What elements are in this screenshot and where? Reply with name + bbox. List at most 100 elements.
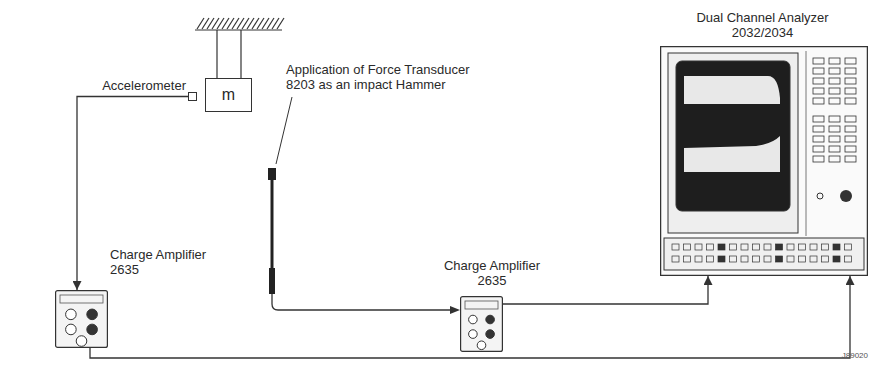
- key-button: [829, 116, 840, 122]
- amplifier-knob: [66, 309, 77, 320]
- key-button: [776, 256, 783, 262]
- charge-amplifier-drawing: [460, 296, 503, 352]
- charge-amplifier: Charge Amplifier 2635: [430, 258, 554, 353]
- amplifier-knob: [469, 330, 478, 339]
- signal-cable: [90, 276, 850, 358]
- key-button: [695, 256, 702, 262]
- key-button: [813, 146, 824, 152]
- key-button: [730, 256, 737, 262]
- key-button: [845, 88, 856, 94]
- amplifier-knob: [486, 330, 495, 339]
- node-label: Charge Amplifier 2635: [430, 258, 554, 288]
- key-button: [753, 256, 760, 262]
- dual-channel-analyzer-drawing: [660, 46, 868, 276]
- key-button: [829, 58, 840, 64]
- key-button: [833, 256, 840, 262]
- key-button: [764, 256, 771, 262]
- amplifier-knob: [477, 341, 486, 350]
- key-button: [813, 98, 824, 104]
- panel-divider: [806, 51, 807, 236]
- charge-amplifier-body: [55, 290, 108, 348]
- amplifier-knob: [87, 309, 98, 320]
- key-button: [753, 244, 760, 250]
- key-button: [707, 244, 714, 250]
- charge-amplifier-drawing: [55, 290, 108, 348]
- key-button: [672, 244, 679, 250]
- node-label: Accelerometer: [96, 78, 186, 93]
- callout-label: Application of Force Transducer 8203 as …: [286, 62, 491, 92]
- key-button: [829, 136, 840, 142]
- accelerometer-body: [188, 92, 197, 101]
- accelerometer: Accelerometer: [96, 78, 200, 102]
- key-button: [741, 244, 748, 250]
- trace-lower: [684, 136, 780, 172]
- key-button: [845, 68, 856, 74]
- key-button: [741, 256, 748, 262]
- amplifier-knob: [76, 336, 87, 347]
- key-button: [829, 126, 840, 132]
- key-button: [813, 126, 824, 132]
- key-button: [810, 244, 817, 250]
- key-button: [707, 256, 714, 262]
- control-knob: [817, 193, 823, 199]
- key-button: [829, 78, 840, 84]
- key-button: [822, 256, 829, 262]
- dual-channel-analyzer-body: [660, 46, 868, 276]
- amplifier-knob: [66, 324, 77, 335]
- key-button: [829, 88, 840, 94]
- mass-block: m: [205, 78, 252, 112]
- key-button: [810, 256, 817, 262]
- hatch-stroke: [277, 18, 284, 29]
- amplifier-case: [461, 297, 503, 352]
- key-button: [684, 244, 691, 250]
- amplifier-case: [56, 291, 108, 348]
- key-button: [799, 256, 806, 262]
- screen-bezel: [668, 53, 798, 233]
- key-button: [730, 244, 737, 250]
- key-button: [813, 156, 824, 162]
- key-button: [845, 78, 856, 84]
- key-button: [813, 88, 824, 94]
- key-button: [845, 256, 852, 262]
- charge-amplifier-body: [460, 296, 503, 352]
- control-knob: [840, 190, 852, 202]
- amplifier-knob: [469, 315, 478, 324]
- key-button: [833, 244, 840, 250]
- key-button: [829, 98, 840, 104]
- key-button: [787, 244, 794, 250]
- screen: [676, 61, 790, 211]
- key-button: [845, 58, 856, 64]
- amplifier-panel: [465, 301, 498, 309]
- key-button: [845, 116, 856, 122]
- analyzer-cabinet: [661, 47, 868, 276]
- key-button: [718, 256, 725, 262]
- ceiling-support: [195, 18, 284, 78]
- key-button: [829, 68, 840, 74]
- key-button: [845, 146, 856, 152]
- key-button: [695, 244, 702, 250]
- key-button: [799, 244, 806, 250]
- key-button: [813, 136, 824, 142]
- dual-channel-analyzer: Dual Channel Analyzer 2032/2034: [655, 10, 870, 278]
- amplifier-knob: [87, 324, 98, 335]
- node-text: m: [222, 86, 235, 104]
- keyboard-panel: [664, 238, 864, 270]
- amplifier-panel: [60, 295, 103, 303]
- impact-hammer: [268, 97, 460, 314]
- key-button: [813, 58, 824, 64]
- key-button: [845, 136, 856, 142]
- key-button: [684, 256, 691, 262]
- key-button: [813, 116, 824, 122]
- key-button: [845, 126, 856, 132]
- key-button: [822, 244, 829, 250]
- key-button: [845, 244, 852, 250]
- charge-amplifier: Charge Amplifier 2635: [50, 245, 210, 349]
- node-label: Charge Amplifier 2635: [110, 247, 210, 277]
- figure-code: J89020: [842, 351, 868, 361]
- key-button: [845, 156, 856, 162]
- trace-upper: [684, 76, 780, 104]
- amplifier-knob: [486, 315, 495, 324]
- key-button: [787, 256, 794, 262]
- key-button: [764, 244, 771, 250]
